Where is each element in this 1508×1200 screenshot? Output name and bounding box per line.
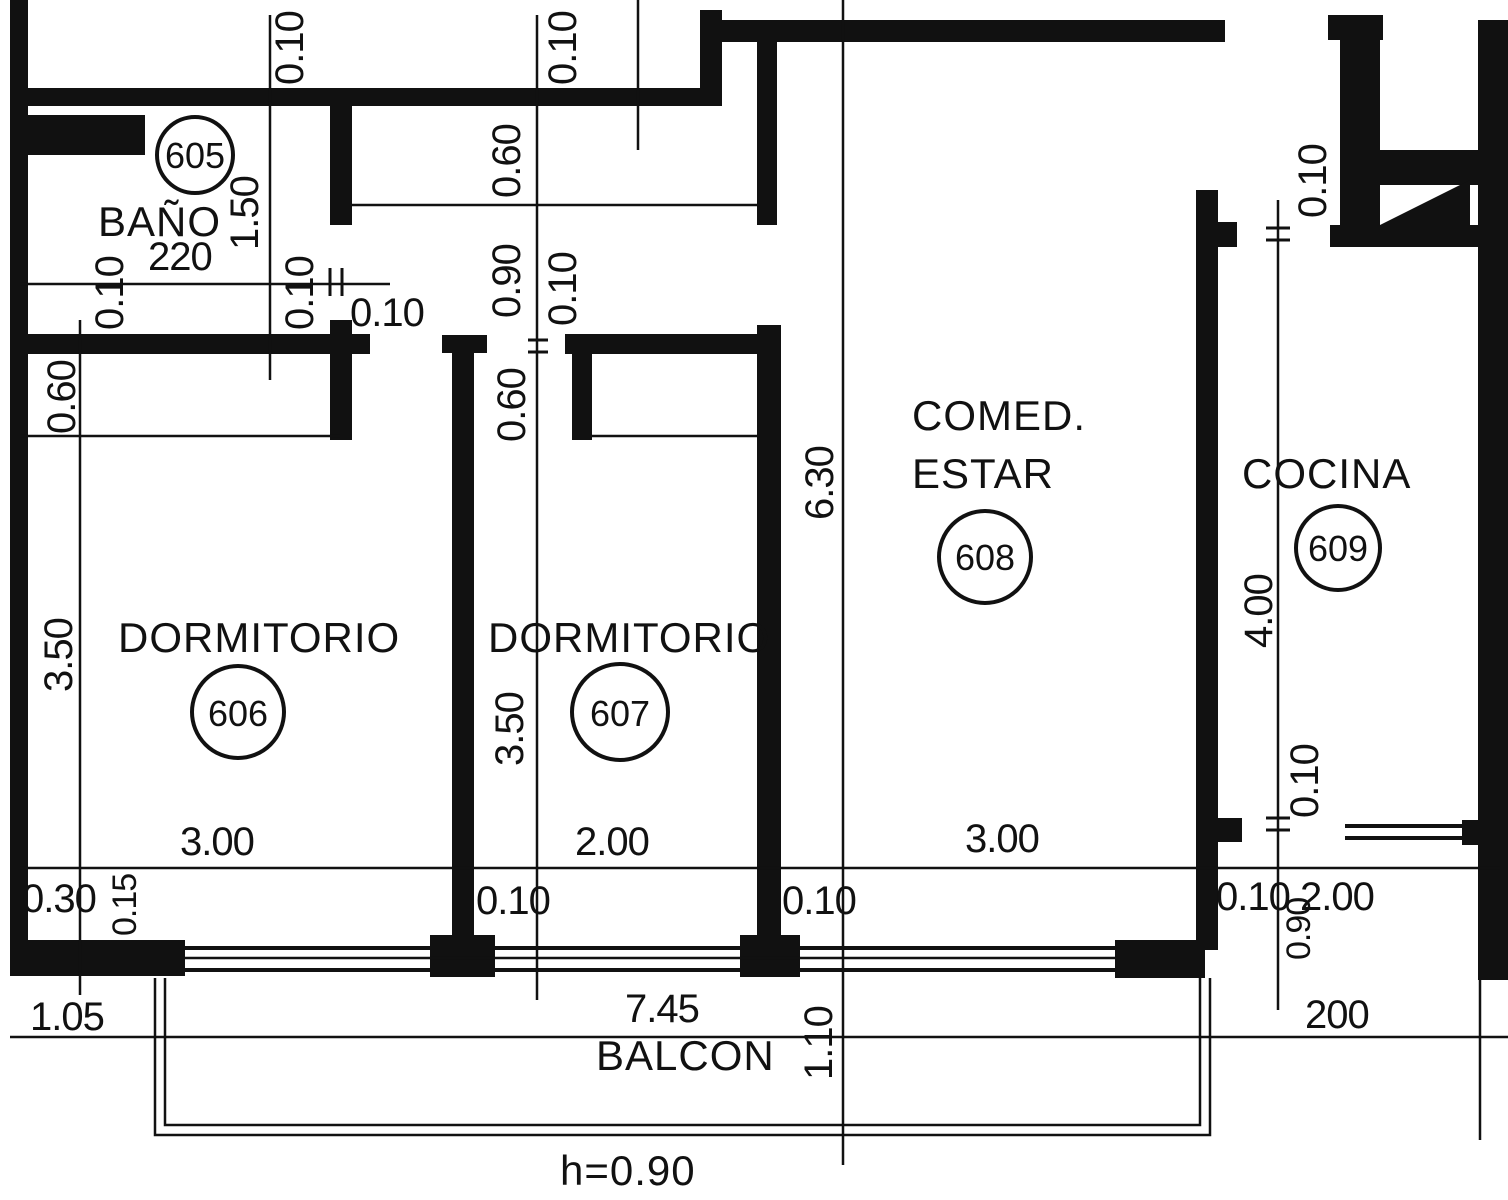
wall-dorm-partition [452, 340, 474, 940]
dim-bano-010-b: 0.10 [278, 256, 322, 330]
room-markers [155, 115, 1382, 762]
room-number-607: 607 [590, 693, 650, 734]
room-name-comedor-2: ESTAR [912, 450, 1054, 497]
room-labels: 605 BAÑO DORMITORIO 606 DORMITORIO 607 C… [98, 135, 1411, 1194]
dim-balcon-110: 1.10 [797, 1006, 841, 1080]
room-number-609: 609 [1308, 528, 1368, 569]
wall-dorm1-closet [330, 320, 352, 440]
room-name-balcon: BALCON [596, 1032, 775, 1079]
dim-left-015: 0.15 [106, 874, 144, 936]
room-609-circle [1294, 504, 1382, 592]
room-name-dorm2: DORMITORIO [488, 614, 770, 661]
dimension-labels-vertical: 0.10 0.10 1.50 0.10 0.10 0.60 0.90 0.10 … [37, 11, 1335, 1080]
wall-dorm1-top [20, 334, 370, 354]
room-608-circle [937, 509, 1033, 605]
wall-dorm2-top [565, 334, 775, 354]
dim-dorm2-width: 2.00 [575, 820, 649, 864]
wall-dorm2-closet [572, 340, 592, 440]
wall-top-bath [20, 88, 720, 106]
walls [10, 0, 1508, 980]
dim-balcon-745: 7.45 [625, 987, 699, 1031]
room-name-dorm1: DORMITORIO [118, 614, 400, 661]
room-number-605: 605 [165, 135, 225, 176]
dim-closet-060-mid: 0.60 [490, 368, 534, 442]
dim-balcon-200: 200 [1305, 993, 1369, 1037]
dim-top-010-b: 0.10 [541, 11, 585, 85]
dim-cocina-height: 4.00 [1237, 574, 1281, 648]
balcon-railing-height: h=0.90 [560, 1147, 696, 1194]
wall-right-ledge [1378, 150, 1488, 185]
dim-cocina-010-bottom: 0.10 [1283, 744, 1327, 818]
room-name-cocina: COCINA [1242, 450, 1411, 497]
dim-top-010-a: 0.10 [268, 11, 312, 85]
wall-left-exterior [10, 0, 28, 975]
wall-bath-block [20, 115, 145, 155]
room-name-comedor-1: COMED. [912, 392, 1086, 439]
room-name-bano: BAÑO [98, 198, 221, 245]
wall-right-stub [1462, 820, 1492, 845]
wall-kitchen-stub-top [1212, 222, 1237, 247]
wall-right-wedge [1380, 180, 1470, 225]
dim-cocina-010-top: 0.10 [1291, 144, 1335, 218]
wall-kitchen-stub-bottom [1212, 818, 1242, 842]
dim-closet-060-left: 0.60 [40, 360, 84, 434]
room-606-circle [190, 664, 286, 760]
lines [10, 0, 1508, 1165]
dim-dorm1-height: 3.50 [37, 618, 81, 692]
dim-wall-010-a: 0.10 [476, 879, 550, 923]
dim-dorm1-width: 3.00 [180, 820, 254, 864]
dim-closet-010: 0.10 [541, 252, 585, 326]
wall-kitchen-left [1196, 190, 1218, 950]
dimension-labels-horizontal: 220 0.10 3.00 2.00 3.00 0.30 0.10 0.10 0… [22, 235, 1375, 1039]
room-number-606: 606 [208, 693, 268, 734]
dim-dorm2-height: 3.50 [488, 692, 532, 766]
dim-bano-220: 220 [148, 235, 212, 279]
wall-right-column [1340, 15, 1380, 225]
dim-bano-010-c: 0.10 [350, 291, 424, 335]
dim-wall-010-c: 0.10 [1216, 875, 1290, 919]
room-605-circle [155, 115, 235, 195]
dim-comedor-height: 6.30 [798, 446, 842, 520]
room-607-circle [570, 662, 670, 762]
dim-closet-090: 0.90 [485, 244, 529, 318]
wall-top-living [700, 20, 1225, 42]
dim-cocina-090: 0.90 [1280, 898, 1318, 960]
dim-closet-060-top: 0.60 [485, 124, 529, 198]
wall-closet-top [757, 40, 777, 225]
dim-bano-010-a: 0.10 [88, 256, 132, 330]
wall-right-kitchen-top [1330, 225, 1490, 247]
dim-left-030: 0.30 [22, 877, 96, 921]
dim-comedor-width: 3.00 [965, 817, 1039, 861]
dim-cocina-200: 2.00 [1300, 875, 1374, 919]
wall-dorm-partition-cap [442, 335, 487, 353]
wall-pillar-3 [1115, 940, 1205, 978]
wall-bottom-left [10, 940, 185, 976]
dim-wall-010-b: 0.10 [782, 879, 856, 923]
room-number-608: 608 [955, 537, 1015, 578]
wall-bath-right [330, 100, 352, 225]
dim-bano-150: 1.50 [223, 176, 267, 250]
dim-balcon-105: 1.05 [30, 995, 104, 1039]
wall-dorm2-right [757, 325, 781, 940]
